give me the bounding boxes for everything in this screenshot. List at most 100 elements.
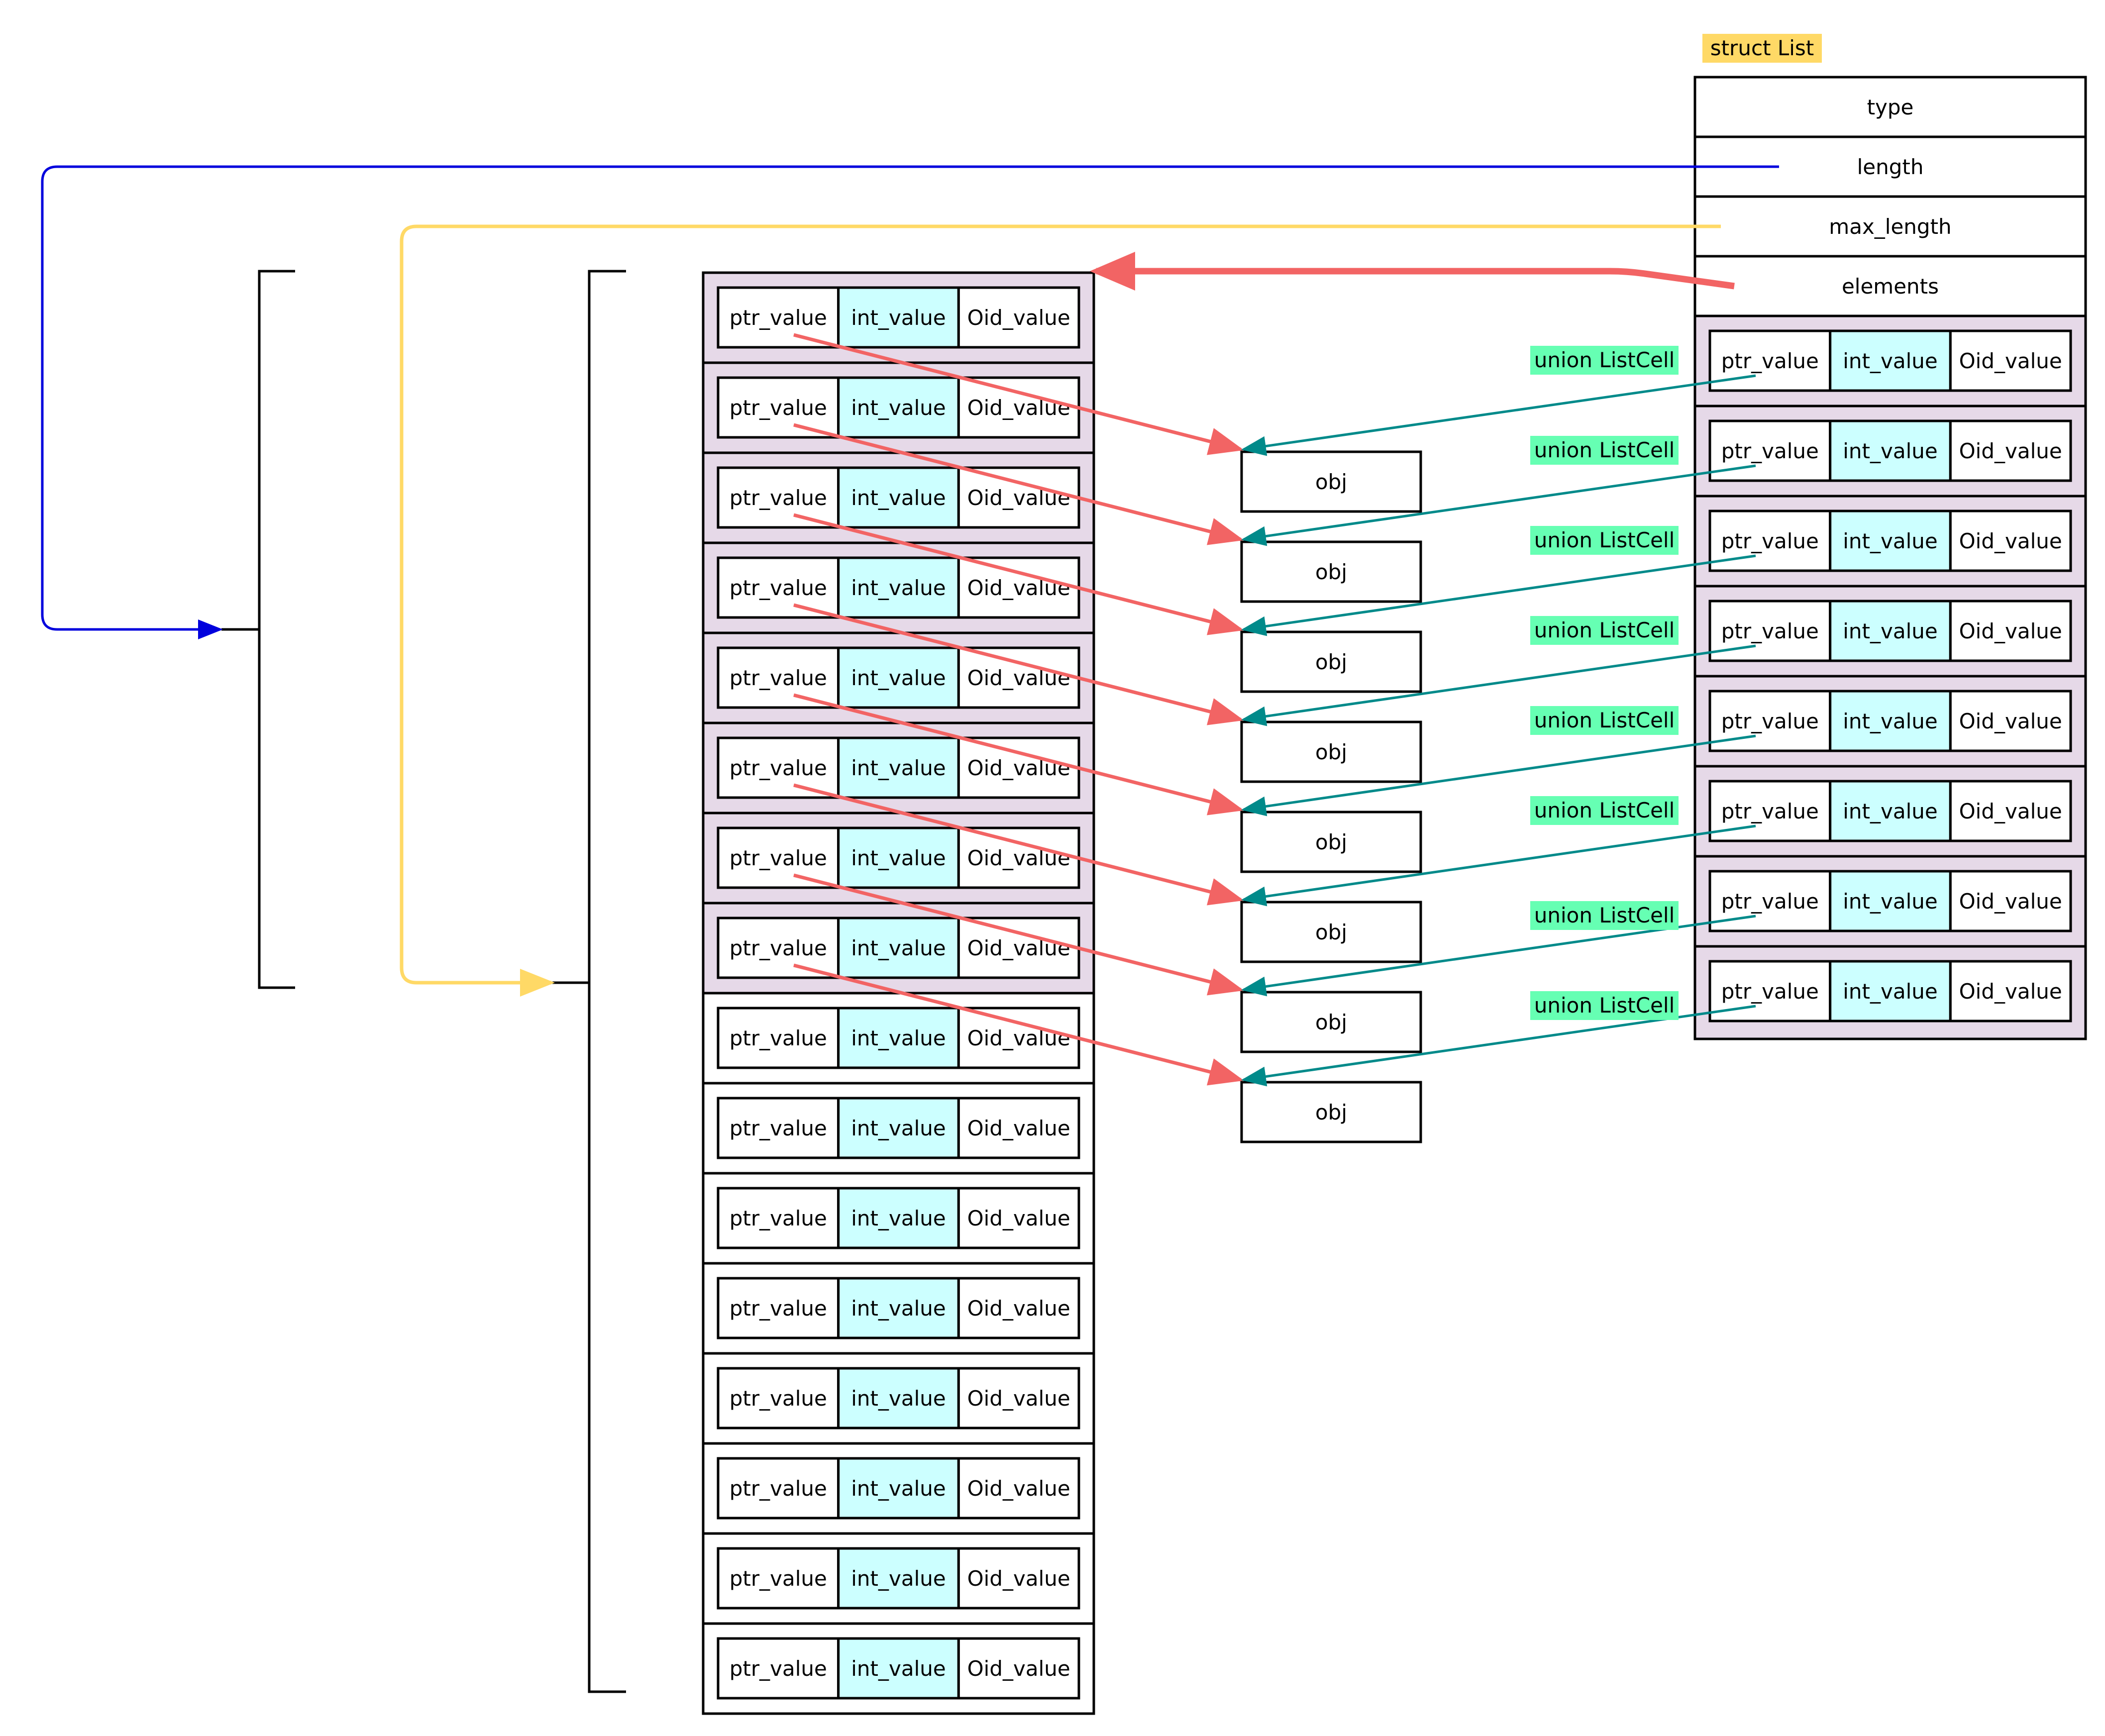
struct-field-label: length xyxy=(1857,155,1924,179)
length-bracket xyxy=(221,270,295,989)
cell-field-label: ptr_value xyxy=(1721,349,1819,373)
cell-field-int-value xyxy=(1829,960,1952,1022)
cell-field-label: Oid_value xyxy=(967,1206,1070,1230)
cell-field-label: int_value xyxy=(1843,979,1937,1004)
obj-box: obj xyxy=(1240,1081,1422,1143)
cell-field-label: ptr_value xyxy=(730,1476,827,1501)
cell-field-int-value xyxy=(837,736,960,799)
cell-field-label: ptr_value xyxy=(730,1566,827,1591)
union-listcell-label: union ListCell xyxy=(1534,993,1675,1018)
cell-field-label: int_value xyxy=(851,1656,946,1681)
cell-field-int-value xyxy=(837,1007,960,1069)
cell-field-Oid-value xyxy=(957,917,1080,979)
union-listcell-tag: union ListCell xyxy=(1530,991,1679,1020)
listcell-arrow xyxy=(1241,464,1756,546)
cell-field-label: ptr_value xyxy=(1721,709,1819,733)
ptr-arrow xyxy=(793,423,1244,545)
ptr-arrow xyxy=(793,513,1244,635)
listcell-arrow xyxy=(1241,554,1756,636)
cell-field-label: Oid_value xyxy=(967,756,1070,780)
cell-field-label: ptr_value xyxy=(730,1296,827,1321)
struct-field-type: type xyxy=(1693,76,2087,138)
cell-field-label: ptr_value xyxy=(1721,799,1819,823)
cell-field-Oid-value xyxy=(1949,960,2072,1022)
cell-field-label: Oid_value xyxy=(967,666,1070,690)
struct-field-label: max_length xyxy=(1829,214,1951,239)
cell-field-label: int_value xyxy=(1843,619,1937,643)
obj-box: obj xyxy=(1240,540,1422,603)
cell-field-label: Oid_value xyxy=(967,306,1070,330)
listcell-arrow xyxy=(1241,824,1756,907)
cell-field-label: ptr_value xyxy=(1721,619,1819,643)
struct-list-tag: struct List xyxy=(1702,34,1822,63)
cell-field-int-value xyxy=(1829,510,1952,572)
union-listcell-tag: union ListCell xyxy=(1530,526,1679,555)
cell-field-label: int_value xyxy=(851,576,946,600)
cell-field-ptr-value xyxy=(1708,870,1832,932)
cell-field-int-value xyxy=(1829,690,1952,752)
cell-field-ptr-value xyxy=(1708,780,1832,842)
obj-box: obj xyxy=(1240,991,1422,1053)
cell-field-label: Oid_value xyxy=(1959,349,2062,373)
obj-box: obj xyxy=(1240,901,1422,963)
cell-field-label: int_value xyxy=(851,306,946,330)
union-listcell-tag: union ListCell xyxy=(1530,706,1679,735)
cell-field-label: Oid_value xyxy=(1959,709,2062,733)
cell-field-Oid-value xyxy=(957,286,1080,349)
obj-box: obj xyxy=(1240,450,1422,513)
cell-field-label: int_value xyxy=(1843,889,1937,914)
union-listcell-tag: union ListCell xyxy=(1530,436,1679,465)
cell-field-Oid-value xyxy=(957,1637,1080,1700)
cell-field-label: ptr_value xyxy=(730,1026,827,1050)
union-listcell-tag: union ListCell xyxy=(1530,796,1679,825)
cell-field-label: int_value xyxy=(851,666,946,690)
cell-field-ptr-value xyxy=(717,1007,840,1069)
cell-field-Oid-value xyxy=(957,1277,1080,1339)
cell-field-ptr-value xyxy=(717,1637,840,1700)
array-listcell: ptr_value int_value Oid_value xyxy=(717,1637,1080,1700)
cell-field-label: ptr_value xyxy=(730,1656,827,1681)
cell-field-label: int_value xyxy=(851,756,946,780)
max-length-bracket xyxy=(552,270,626,1693)
cell-field-int-value xyxy=(1829,780,1952,842)
cell-field-label: ptr_value xyxy=(730,936,827,960)
listcell-arrow xyxy=(1241,644,1756,726)
cell-field-label: Oid_value xyxy=(967,396,1070,420)
cell-field-label: Oid_value xyxy=(967,1656,1070,1681)
cell-field-int-value xyxy=(837,917,960,979)
cell-field-label: int_value xyxy=(851,1026,946,1050)
union-listcell-tag: union ListCell xyxy=(1530,346,1679,375)
cell-field-label: int_value xyxy=(1843,439,1937,463)
union-listcell-label: union ListCell xyxy=(1534,618,1675,642)
obj-label: obj xyxy=(1315,1100,1347,1124)
cell-field-label: Oid_value xyxy=(967,576,1070,600)
cell-field-int-value xyxy=(837,1187,960,1249)
elements-arrow xyxy=(1090,252,1735,291)
cell-field-label: int_value xyxy=(851,1566,946,1591)
cell-field-label: ptr_value xyxy=(1721,889,1819,914)
obj-label: obj xyxy=(1315,920,1347,944)
obj-label: obj xyxy=(1315,650,1347,674)
cell-field-Oid-value xyxy=(1949,419,2072,482)
union-listcell-label: union ListCell xyxy=(1534,348,1675,372)
cell-field-int-value xyxy=(837,826,960,889)
cell-field-label: int_value xyxy=(851,936,946,960)
obj-label: obj xyxy=(1315,470,1347,494)
cell-field-ptr-value xyxy=(717,286,840,349)
cell-field-ptr-value xyxy=(1708,329,1832,392)
length-arrow xyxy=(41,165,1779,639)
cell-field-label: ptr_value xyxy=(730,666,827,690)
